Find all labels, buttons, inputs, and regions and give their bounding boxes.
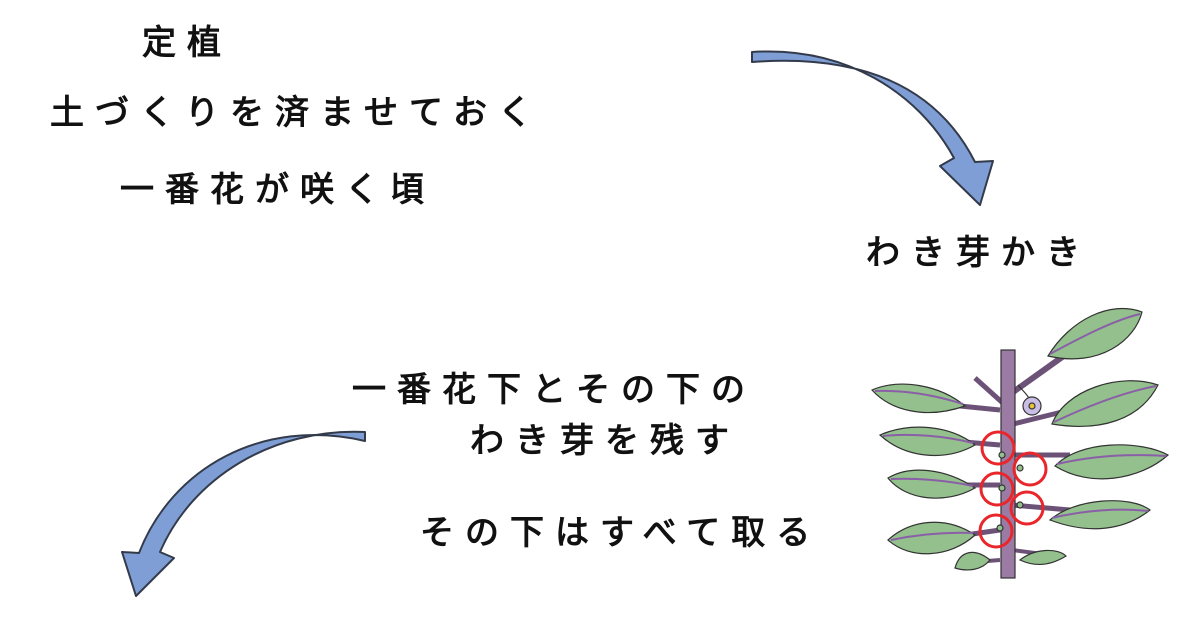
highlight-circle: [979, 471, 1015, 507]
highlight-circle: [978, 513, 1014, 549]
highlight-circle: [1009, 490, 1045, 526]
highlight-circle: [980, 430, 1016, 466]
pruning-note-keep-1: 一番花下とその下の: [352, 370, 756, 410]
planting-title: 定植: [142, 23, 232, 63]
sucker-highlight-circles: [978, 430, 1048, 549]
curved-arrow-right-down-icon: [751, 50, 994, 206]
pruning-note-keep-2: わき芽を残す: [470, 421, 740, 461]
eggplant-plant-illustration-icon: [870, 307, 1170, 579]
pruning-note-remove: その下はすべて取る: [420, 513, 822, 553]
pruning-title: わき芽かき: [866, 233, 1091, 273]
highlight-circle: [1012, 451, 1048, 487]
planting-note-timing: 一番花が咲く頃: [120, 170, 435, 210]
curved-arrow-left-down-icon: [121, 430, 366, 597]
flower-icon: [1017, 384, 1042, 416]
planting-note-soil: 土づくりを済ませておく: [50, 93, 543, 133]
